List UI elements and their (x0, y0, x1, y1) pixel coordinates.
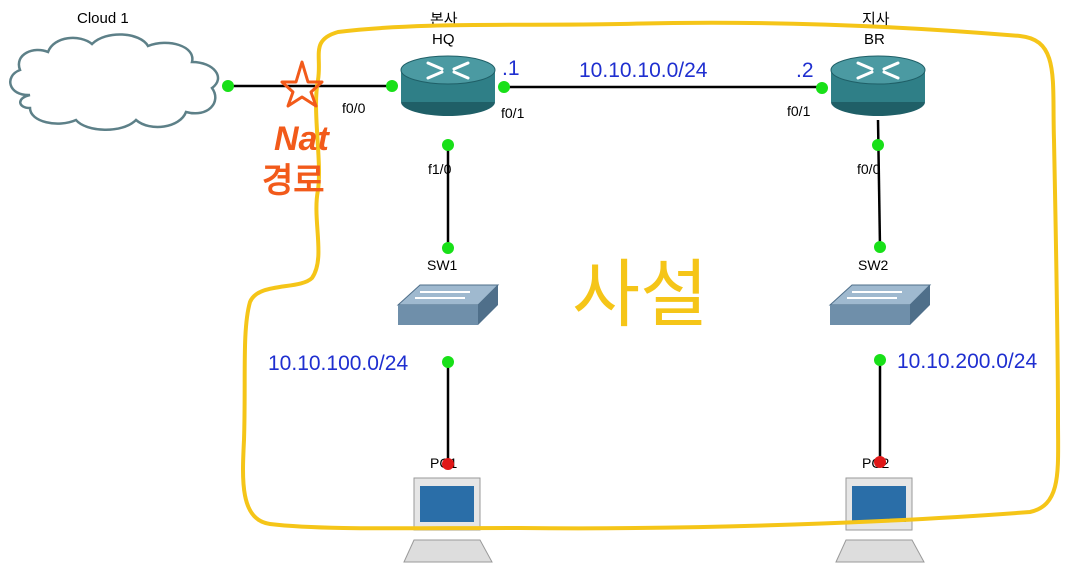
hq-if-f0-1: f0/1 (501, 105, 525, 121)
status-dot-up (442, 139, 454, 151)
link-status-dots (222, 80, 886, 470)
router-br-name-kr: 지사 (862, 11, 890, 28)
switch-arrows-icon (415, 291, 470, 299)
status-dot-up (874, 241, 886, 253)
cloud-1[interactable]: Cloud 1 (9, 10, 220, 131)
private-annotation: 사설 (572, 252, 708, 338)
status-dot-up (222, 80, 234, 92)
pc-pc2[interactable]: PC2 (835, 455, 925, 563)
star-icon (280, 60, 324, 108)
status-dot-up (816, 82, 828, 94)
br-ip-suffix: .2 (796, 59, 814, 82)
switch-sw1-label: SW1 (427, 257, 458, 273)
switch-sw1[interactable]: SW1 (396, 257, 500, 325)
status-dot-up (874, 354, 886, 366)
wan-network-label: 10.10.10.0/24 (579, 59, 708, 82)
status-dot-up (442, 356, 454, 368)
status-dot-down (442, 458, 454, 470)
router-arrows-icon (856, 61, 900, 80)
cloud-icon (9, 33, 220, 131)
br-if-f0-1: f0/1 (787, 103, 811, 119)
router-arrows-icon (426, 61, 470, 80)
lan2-network-label: 10.10.200.0/24 (897, 350, 1037, 373)
status-dot-up (498, 81, 510, 93)
switch-sw2-label: SW2 (858, 257, 889, 273)
pc-pc1[interactable]: PC1 (403, 455, 493, 563)
switch-arrows-icon (847, 291, 902, 299)
lan1-network-label: 10.10.100.0/24 (268, 352, 408, 375)
nat-annotation-line2: 경로 (262, 162, 325, 200)
hq-if-f1-0: f1/0 (428, 161, 452, 177)
br-if-f0-0: f0/0 (857, 161, 881, 177)
router-hq[interactable]: 본사 HQ (400, 11, 496, 116)
status-dot-up (872, 139, 884, 151)
cloud-label: Cloud 1 (77, 10, 129, 27)
router-hq-name: HQ (432, 31, 455, 48)
status-dot-down (874, 456, 886, 468)
private-area-outline (241, 20, 1061, 531)
status-dot-up (386, 80, 398, 92)
hq-if-f0-0: f0/0 (342, 100, 366, 116)
router-br-name: BR (864, 31, 885, 48)
hq-ip-suffix: .1 (502, 57, 520, 80)
status-dot-up (442, 242, 454, 254)
nat-annotation-line1: Nat (274, 120, 330, 158)
router-br[interactable]: 지사 BR (830, 11, 926, 116)
switch-sw2[interactable]: SW2 (828, 257, 932, 325)
